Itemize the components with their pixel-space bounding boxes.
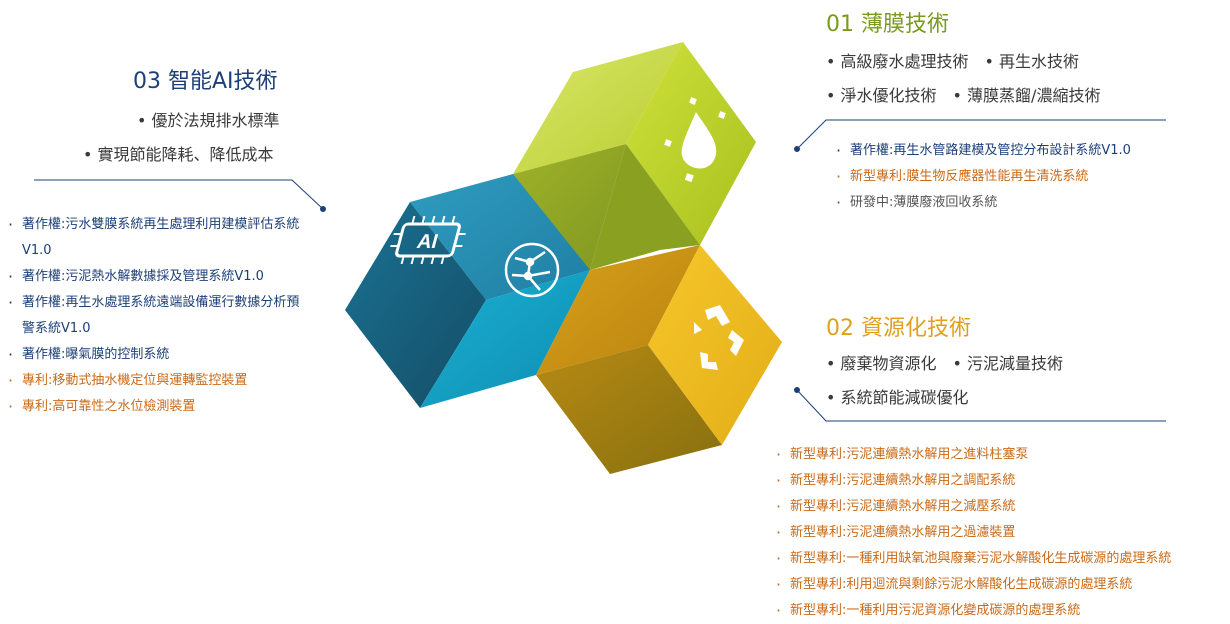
list-item: 新型專利:污泥連續熱水解用之減壓系統 xyxy=(774,494,1171,520)
section-resource-list: 新型專利:污泥連續熱水解用之進料柱塞泵 新型專利:污泥連續熱水解用之調配系統 新… xyxy=(774,442,1171,624)
list-item: 新型專利:污泥連續熱水解用之過濾裝置 xyxy=(774,520,1171,546)
water-drop-icon xyxy=(664,97,726,183)
list-item: 專利:移動式抽水機定位與運轉監控裝置 xyxy=(6,368,312,394)
list-item: 專利:高可靠性之水位檢測裝置 xyxy=(6,394,312,420)
network-circle-icon xyxy=(504,242,560,298)
list-item: 新型專利:污泥連續熱水解用之進料柱塞泵 xyxy=(774,442,1171,468)
ai-chip-label: AI xyxy=(415,231,441,253)
section-ai-tech-2: • 實現節能降耗、降低成本 xyxy=(83,145,274,164)
list-item: 著作權:曝氣膜的控制系統 xyxy=(6,342,312,368)
cube-resource xyxy=(536,245,782,474)
section-membrane-tech-row-2: • 淨水優化技術 • 薄膜蒸餾/濃縮技術 xyxy=(826,86,1101,105)
list-item: 新型專利:一種利用缺氧池與廢棄污泥水解酸化生成碳源的處理系統 xyxy=(774,546,1171,572)
section-ai-list: 著作權:污水雙膜系統再生處理利用建模評估系統V1.0 著作權:污泥熱水解數據採及… xyxy=(6,212,312,420)
connector-resource xyxy=(794,387,1166,422)
section-ai-title: 03 智能AI技術 xyxy=(133,69,278,94)
section-membrane-tech-row-1: • 高級廢水處理技術 • 再生水技術 xyxy=(826,52,1080,71)
connector-ai xyxy=(34,179,326,212)
connector-membrane xyxy=(794,119,1166,152)
section-membrane-title: 01 薄膜技術 xyxy=(826,12,949,37)
section-resource-tech-row-1: • 廢棄物資源化 • 污泥減量技術 xyxy=(826,354,1064,373)
list-item: 新型專利:膜生物反應器性能再生清洗系統 xyxy=(834,164,1131,190)
list-item: 著作權:污水雙膜系統再生處理利用建模評估系統V1.0 xyxy=(6,212,312,264)
list-item: 研發中:薄膜廢液回收系統 xyxy=(834,190,1131,216)
section-resource-tech-row-2: • 系統節能減碳優化 xyxy=(826,388,969,407)
cube-ai xyxy=(345,174,590,408)
list-item: 新型專利:利用迴流與剩餘污泥水解酸化生成碳源的處理系統 xyxy=(774,572,1171,598)
list-item: 著作權:污泥熱水解數據採及管理系統V1.0 xyxy=(6,264,312,290)
list-item: 新型專利:一種利用污泥資源化變成碳源的處理系統 xyxy=(774,598,1171,624)
recycle-icon xyxy=(694,305,744,370)
ai-chip-icon: AI xyxy=(390,216,466,264)
list-item: 著作權:再生水處理系統遠端設備運行數據分析預警系統V1.0 xyxy=(6,290,312,342)
section-ai-tech-1: • 優於法規排水標準 xyxy=(137,111,280,130)
section-resource-title: 02 資源化技術 xyxy=(826,316,971,341)
list-item: 著作權:再生水管路建模及管控分布設計系統V1.0 xyxy=(834,138,1131,164)
section-membrane-list: 著作權:再生水管路建模及管控分布設計系統V1.0 新型專利:膜生物反應器性能再生… xyxy=(834,138,1131,216)
list-item: 新型專利:污泥連續熱水解用之調配系統 xyxy=(774,468,1171,494)
